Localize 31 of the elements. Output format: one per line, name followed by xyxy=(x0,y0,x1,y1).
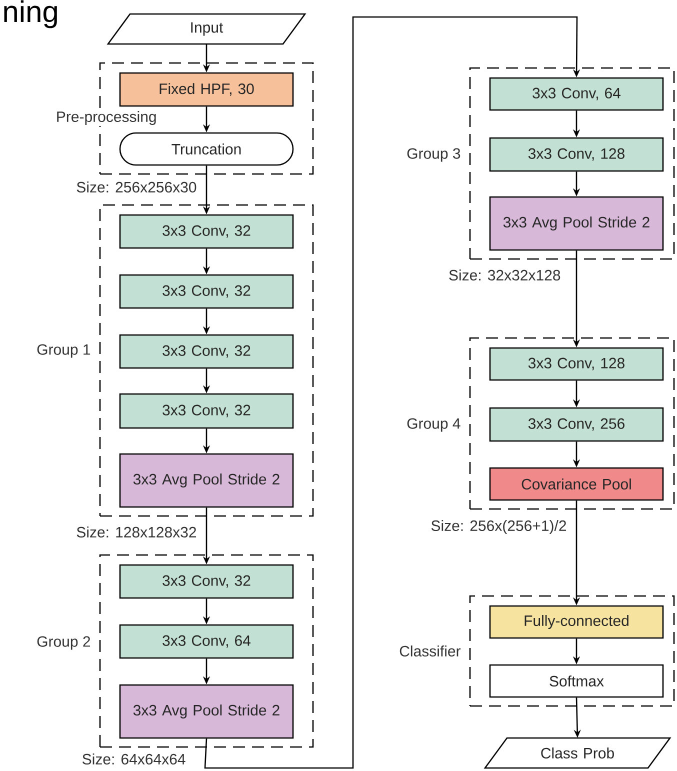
process-box: 3x3 Conv, 256 xyxy=(489,407,664,442)
group-label: Group 3 xyxy=(406,147,462,163)
process-box: 3x3 Conv, 128 xyxy=(489,347,664,381)
size-label: Size: 64x64x64 xyxy=(80,752,187,766)
size-label: Size: 256x256x30 xyxy=(75,180,198,194)
process-box: 3x3 Conv, 32 xyxy=(119,274,294,309)
process-box: Covariance Pool xyxy=(489,467,664,501)
group-label: Classifier xyxy=(398,644,462,658)
size-label: Size: 256x(256+1)/2 xyxy=(430,519,568,535)
process-box: Softmax xyxy=(489,664,664,698)
process-box: 3x3 Avg Pool Stride 2 xyxy=(119,453,294,508)
process-box: 3x3 Conv, 32 xyxy=(119,393,294,429)
group-label: Pre-processing xyxy=(54,110,158,126)
group-label: Group 4 xyxy=(406,417,462,433)
group-label: Group 2 xyxy=(36,635,92,651)
process-box: 3x3 Conv, 32 xyxy=(119,564,294,599)
title-fragment: ning xyxy=(4,0,57,28)
process-box: 3x3 Conv, 128 xyxy=(489,137,664,172)
size-label: Size: 128x128x32 xyxy=(75,526,198,538)
process-box: 3x3 Conv, 64 xyxy=(489,77,664,111)
process-box: Fixed HPF, 30 xyxy=(119,72,294,107)
process-box: 3x3 Avg Pool Stride 2 xyxy=(489,196,664,251)
process-box: Truncation xyxy=(119,132,294,166)
process-box: 3x3 Avg Pool Stride 2 xyxy=(119,684,294,739)
process-box: Fully-connected xyxy=(489,605,664,639)
process-box: 3x3 Conv, 64 xyxy=(119,624,294,659)
size-label: Size: 32x32x128 xyxy=(448,268,562,282)
arrow xyxy=(204,16,580,769)
group-label: Group 1 xyxy=(36,343,92,359)
process-box: 3x3 Conv, 32 xyxy=(119,334,294,369)
process-box: 3x3 Conv, 32 xyxy=(119,214,294,249)
